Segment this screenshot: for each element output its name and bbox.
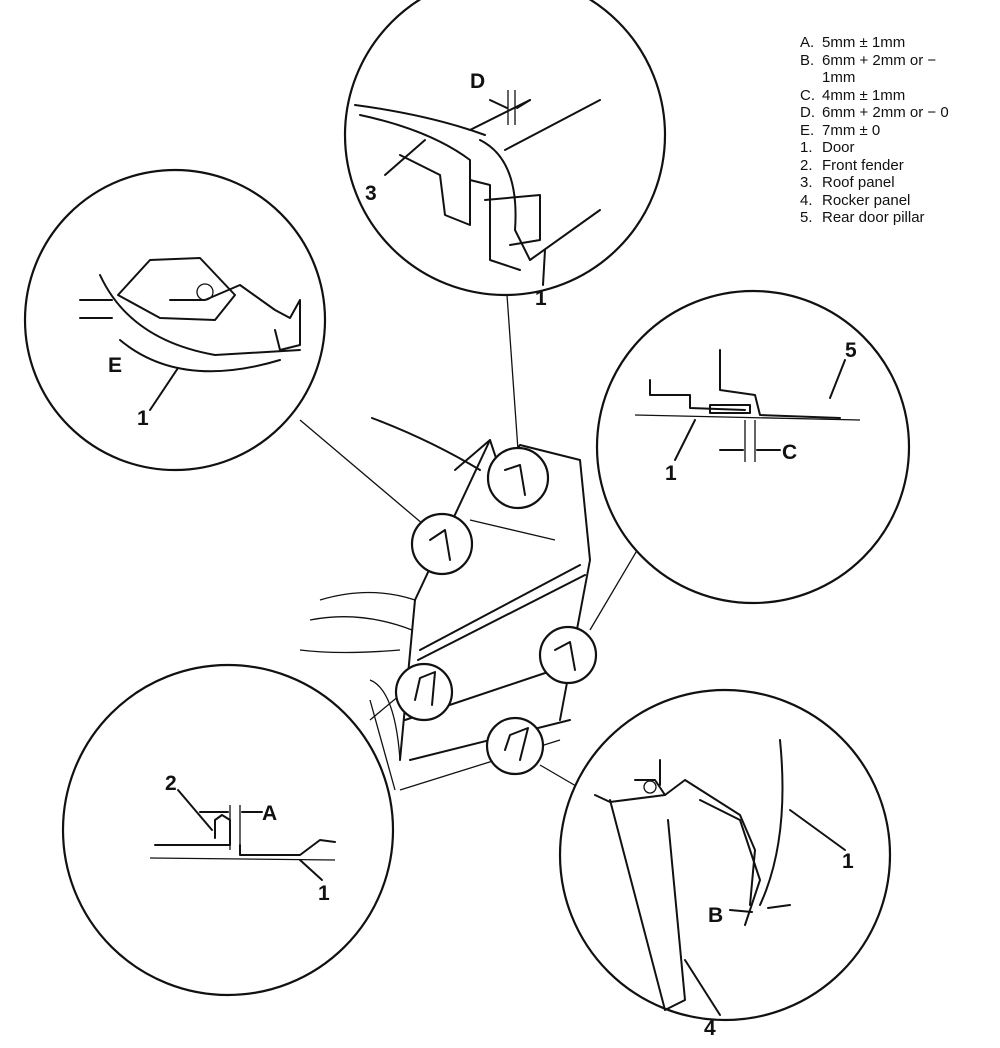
legend-item: B.6mm + 2mm or − 1mm (800, 51, 937, 87)
legend-item: 1.Door (800, 139, 855, 156)
gap-label-e: E (108, 354, 122, 377)
detail-markers (394, 446, 598, 776)
part-label-roof-panel: 3 (365, 182, 377, 205)
part-label-door: 1 (137, 407, 149, 430)
legend: A.5mm ± 1mm B.6mm + 2mm or − 1mm C.4mm ±… (800, 34, 970, 227)
gap-label-c: C (782, 441, 797, 464)
detail-bottom-right: B 1 4 (558, 688, 892, 1040)
gap-label-a: A (262, 802, 277, 825)
legend-item: 4.Rocker panel (800, 191, 911, 209)
marker-a (394, 662, 454, 722)
part-label-door: 1 (318, 882, 330, 905)
detail-right: C 5 1 (595, 289, 911, 605)
legend-item: C.4mm ± 1mm (800, 86, 906, 104)
gap-label-b: B (708, 904, 723, 927)
legend-item: A.5mm ± 1mm (800, 34, 906, 51)
part-label-door: 1 (842, 850, 854, 873)
part-label-door: 1 (535, 287, 547, 310)
part-label-rear-door-pillar: 5 (845, 339, 857, 362)
detail-top: D 3 1 (343, 0, 667, 310)
detail-top-left: E 1 (23, 168, 327, 472)
marker-d (486, 446, 550, 510)
part-label-front-fender: 2 (165, 772, 177, 795)
legend-item: D.6mm + 2mm or − 0 (800, 104, 949, 121)
marker-c (538, 625, 598, 685)
legend-item: E.7mm ± 0 (800, 121, 881, 139)
part-label-door: 1 (665, 462, 677, 485)
detail-bottom-left: A 2 1 (61, 663, 395, 997)
legend-item: 2.Front fender (800, 156, 904, 174)
part-label-rocker-panel: 4 (704, 1017, 716, 1040)
gap-label-d: D (470, 70, 485, 93)
marker-e (410, 512, 474, 576)
marker-b (485, 716, 545, 776)
legend-item: 5.Rear door pillar (800, 209, 925, 226)
legend-item: 3.Roof panel (800, 174, 895, 191)
